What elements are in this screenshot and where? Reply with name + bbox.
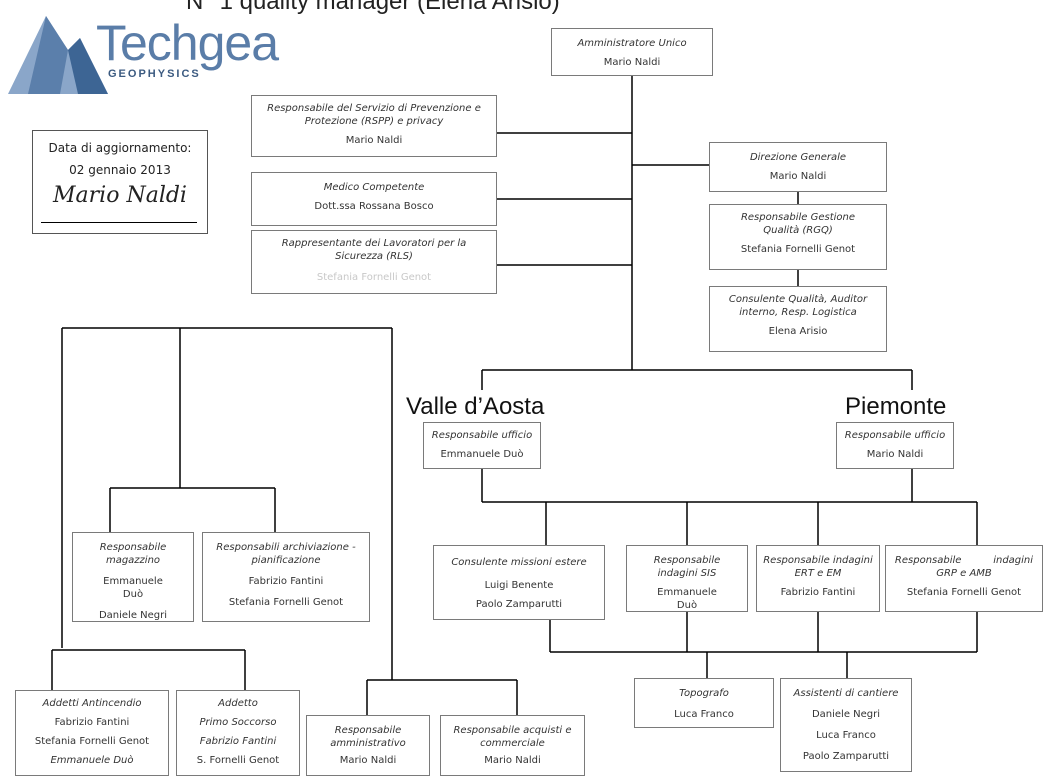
node-consulente-qualita: Consulente Qualità, Auditor interno, Res… bbox=[709, 286, 887, 352]
mountain-logo-icon bbox=[8, 16, 108, 94]
node-indagini-sis: Responsabile indagini SIS Emmanuele Duò bbox=[626, 545, 748, 612]
node-primo-soccorso: Addetto Primo Soccorso Fabrizio Fantini … bbox=[176, 690, 300, 776]
node-rgq: Responsabile Gestione Qualità (RGQ) Stef… bbox=[709, 204, 887, 270]
node-direzione: Direzione Generale Mario Naldi bbox=[709, 142, 887, 192]
node-amministrativo: Responsabile amministrativo Mario Naldi bbox=[306, 715, 430, 776]
node-archiviazione: Responsabili archiviazione - pianificazi… bbox=[202, 532, 370, 622]
page-title: N° 1 quality manager (Elena Arisio) bbox=[186, 0, 560, 15]
logo-subtitle: GEOPHYSICS bbox=[108, 68, 201, 80]
region-piemonte: Piemonte bbox=[845, 393, 947, 420]
node-rls: Rappresentante dei Lavoratori per la Sic… bbox=[251, 230, 497, 294]
logo bbox=[8, 10, 108, 94]
node-magazzino: Responsabile magazzino Emmanuele Duò Dan… bbox=[72, 532, 194, 622]
signature: Mario Naldi bbox=[53, 183, 187, 208]
node-responsabile-ufficio-piemonte: Responsabile ufficio Mario Naldi bbox=[836, 422, 954, 469]
region-valle-daosta: Valle d’Aosta bbox=[406, 393, 545, 420]
node-rspp: Responsabile del Servizio di Prevenzione… bbox=[251, 95, 497, 157]
update-label: Data di aggiornamento: bbox=[48, 141, 192, 155]
update-box: Data di aggiornamento: 02 gennaio 2013 M… bbox=[32, 130, 208, 234]
logo-text: Techgea bbox=[96, 15, 279, 71]
node-acquisti: Responsabile acquisti e commerciale Mari… bbox=[440, 715, 585, 776]
signature-line bbox=[41, 222, 197, 223]
update-date: 02 gennaio 2013 bbox=[69, 163, 171, 177]
node-antincendio: Addetti Antincendio Fabrizio Fantini Ste… bbox=[15, 690, 169, 776]
node-assistenti: Assistenti di cantiere Daniele Negri Luc… bbox=[780, 678, 912, 772]
node-medico: Medico Competente Dott.ssa Rossana Bosco bbox=[251, 172, 497, 226]
node-amministratore: Amministratore Unico Mario Naldi bbox=[551, 28, 713, 76]
node-topografo: Topografo Luca Franco bbox=[634, 678, 774, 728]
node-responsabile-ufficio-vda: Responsabile ufficio Emmanuele Duò bbox=[423, 422, 541, 469]
node-missioni-estere: Consulente missioni estere Luigi Benente… bbox=[433, 545, 605, 620]
node-indagini-grp: Responsabile indagini GRP e AMB Stefania… bbox=[885, 545, 1043, 612]
node-indagini-ert: Responsabile indagini ERT e EM Fabrizio … bbox=[756, 545, 880, 612]
